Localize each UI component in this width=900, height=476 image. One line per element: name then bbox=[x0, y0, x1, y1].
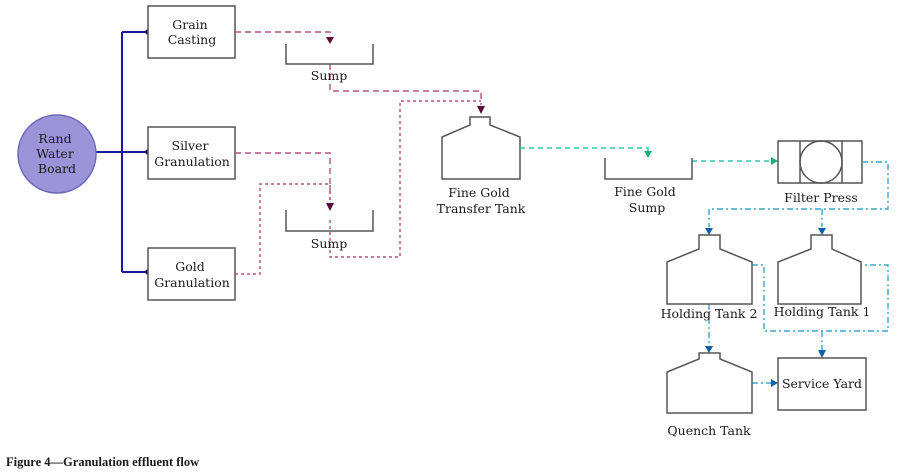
flow-line bbox=[752, 264, 889, 332]
arrow-head bbox=[771, 157, 778, 165]
flow-line bbox=[329, 100, 481, 258]
svg-text:Gold Granulation: Gold Granulation bbox=[154, 259, 230, 290]
flow-line bbox=[235, 183, 331, 275]
flow-line bbox=[235, 152, 331, 200]
svg-text:Sump: Sump bbox=[311, 236, 347, 251]
svg-text:Sump: Sump bbox=[311, 68, 347, 83]
svg-text:Silver Granulation: Silver Granulation bbox=[154, 138, 230, 169]
svg-text:Service Yard: Service Yard bbox=[782, 376, 862, 391]
sump-bottom[interactable]: Sump bbox=[285, 210, 374, 251]
node-label: Holding Tank 2 bbox=[661, 306, 758, 321]
holding-tank-2[interactable]: Holding Tank 2 bbox=[661, 234, 758, 321]
flow-line bbox=[708, 161, 889, 227]
service-yard-box[interactable]: Service Yard bbox=[777, 357, 867, 411]
water-supply-lines bbox=[95, 31, 148, 273]
fine-gold-lines bbox=[520, 147, 771, 162]
svg-text:Fine Gold Sump: Fine Gold Sump bbox=[614, 184, 680, 215]
node-label: Service Yard bbox=[782, 376, 862, 391]
node-label: Sump bbox=[629, 200, 665, 215]
silver-granulation-box[interactable]: Silver Granulation bbox=[147, 126, 236, 180]
arrow-head bbox=[705, 346, 713, 353]
figure-caption: Figure 4—Granulation effluent flow bbox=[6, 455, 200, 469]
arrow-head bbox=[644, 151, 652, 158]
node-label: Fine Gold bbox=[614, 184, 676, 199]
flow-line bbox=[329, 64, 482, 105]
effluent-lines bbox=[235, 31, 482, 275]
svg-text:Quench Tank: Quench Tank bbox=[667, 423, 751, 438]
filter-press[interactable]: Filter Press bbox=[777, 140, 863, 205]
sump-top[interactable]: Sump bbox=[285, 44, 374, 83]
flow-line bbox=[520, 147, 649, 151]
svg-text:Holding Tank 1: Holding Tank 1 bbox=[774, 304, 871, 319]
holding-tank-1[interactable]: Holding Tank 1 bbox=[774, 234, 871, 319]
gold-granulation-box[interactable]: Gold Granulation bbox=[147, 247, 236, 301]
arrow-head bbox=[326, 37, 334, 44]
node-label: Sump bbox=[311, 236, 347, 251]
node-label: Holding Tank 1 bbox=[774, 304, 871, 319]
quench-tank[interactable]: Quench Tank bbox=[666, 352, 753, 438]
svg-text:Grain Casting: Grain Casting bbox=[168, 17, 217, 47]
arrow-head bbox=[326, 203, 334, 211]
node-label: Transfer Tank bbox=[437, 201, 526, 216]
fine-gold-transfer-tank[interactable]: Fine Gold Transfer Tank bbox=[437, 116, 526, 216]
node-label: Fine Gold bbox=[448, 185, 510, 200]
node-label: Granulation bbox=[154, 154, 230, 169]
rand-water-board-node[interactable]: Rand Water Board bbox=[17, 114, 97, 194]
grain-casting-box[interactable]: Grain Casting bbox=[147, 5, 236, 59]
svg-text:Rand Water Board: Rand Water Board bbox=[36, 131, 78, 176]
arrow-head bbox=[818, 228, 826, 235]
flow-line bbox=[235, 31, 331, 38]
svg-text:Filter Press: Filter Press bbox=[784, 190, 858, 205]
node-label: Gold bbox=[175, 259, 205, 274]
node-label: Silver bbox=[172, 138, 209, 153]
node-label: Sump bbox=[311, 68, 347, 83]
node-label: Quench Tank bbox=[667, 423, 751, 438]
node-label: Casting bbox=[168, 32, 217, 47]
filtrate-lines bbox=[708, 161, 889, 384]
node-label: Granulation bbox=[154, 275, 230, 290]
arrow-head bbox=[705, 228, 713, 235]
arrow-head bbox=[818, 350, 826, 358]
node-label: Board bbox=[38, 161, 76, 176]
node-label: Rand bbox=[38, 131, 71, 146]
node-label: Water bbox=[36, 146, 74, 161]
fine-gold-sump[interactable]: Fine Gold Sump bbox=[604, 158, 693, 215]
svg-text:Fine Gold Transfer Tank: Fine Gold Transfer Tank bbox=[437, 185, 526, 216]
svg-text:Holding Tank 2: Holding Tank 2 bbox=[661, 306, 758, 321]
node-label: Grain bbox=[172, 17, 207, 32]
arrow-head bbox=[771, 379, 778, 387]
arrow-head bbox=[477, 106, 485, 114]
node-label: Filter Press bbox=[784, 190, 858, 205]
